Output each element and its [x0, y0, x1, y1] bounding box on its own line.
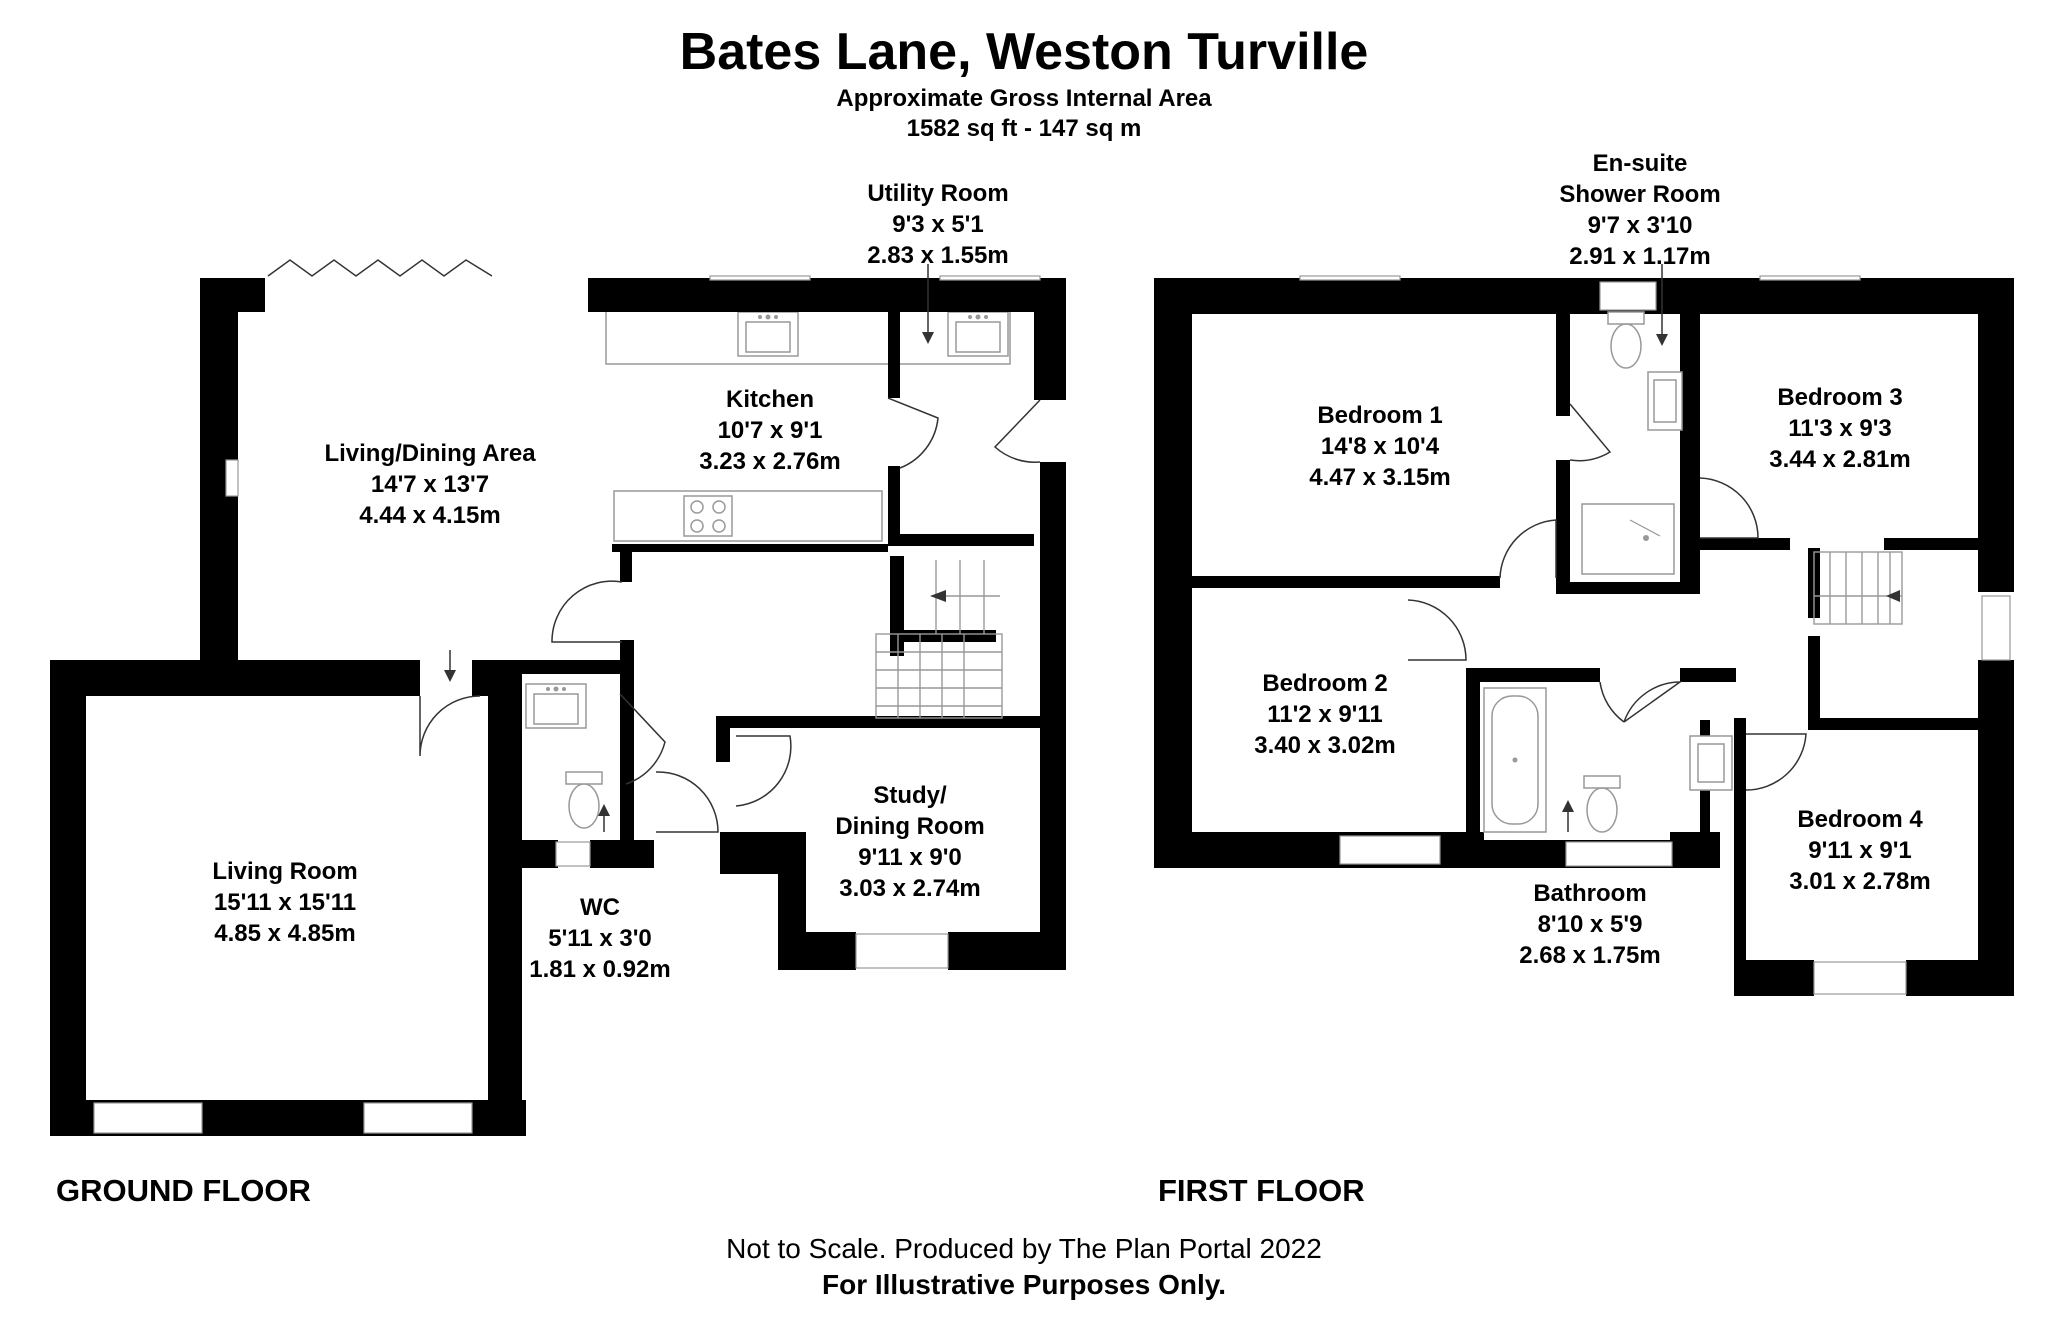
- room-size-imperial: 5'11 x 3'0: [548, 925, 652, 952]
- room-name: Bathroom: [1533, 880, 1647, 907]
- room-label-kitchen: Kitchen 10'7 x 9'1 3.23 x 2.76m: [650, 384, 890, 477]
- room-label-living-dining: Living/Dining Area 14'7 x 13'7 4.44 x 4.…: [290, 438, 570, 531]
- ensuite-toilet-icon: [1607, 311, 1645, 369]
- side-window: [225, 459, 239, 497]
- room-size-imperial: 10'7 x 9'1: [717, 417, 823, 444]
- room-size-imperial: 9'7 x 3'10: [1587, 212, 1693, 239]
- living-window-right: [363, 1102, 473, 1134]
- area-label: Approximate Gross Internal Area: [836, 85, 1212, 112]
- room-size-metric: 2.91 x 1.17m: [1569, 243, 1711, 270]
- ground-floor-plan: [50, 259, 1066, 1136]
- room-size-imperial: 14'7 x 13'7: [370, 471, 490, 498]
- room-label-wc: WC 5'11 x 3'0 1.81 x 0.92m: [500, 892, 700, 985]
- room-size-imperial: 9'11 x 9'0: [858, 844, 962, 871]
- bathroom-window: [1565, 841, 1673, 867]
- landing-window: [1981, 595, 2011, 661]
- room-name: Utility Room: [867, 180, 1009, 207]
- room-name: Living Room: [212, 858, 358, 885]
- footer-disclaimer: Not to Scale. Produced by The Plan Porta…: [726, 1233, 1322, 1264]
- room-size-metric: 2.83 x 1.55m: [867, 242, 1009, 269]
- room-label-bedroom4: Bedroom 4 9'11 x 9'1 3.01 x 2.78m: [1740, 804, 1980, 897]
- room-label-living: Living Room 15'11 x 15'11 4.85 x 4.85m: [150, 856, 420, 949]
- wc-toilet-icon: [565, 771, 603, 829]
- hob-worktop: [613, 490, 883, 542]
- first-arrows: [1562, 264, 1668, 832]
- ground-door-swings: [419, 397, 1041, 833]
- room-size-imperial: 11'2 x 9'11: [1267, 701, 1383, 728]
- ground-stairs: [875, 560, 1003, 719]
- room-name: WC: [580, 894, 620, 921]
- room-name-line2: Dining Room: [835, 813, 985, 840]
- room-size-metric: 3.01 x 2.78m: [1789, 868, 1931, 895]
- first-floor-plan: [1154, 264, 2014, 996]
- kitchen-window: [709, 275, 811, 281]
- bifold-doors: [267, 259, 493, 277]
- room-size-metric: 3.40 x 3.02m: [1254, 732, 1396, 759]
- utility-window: [939, 275, 1041, 281]
- room-name: En-suite: [1592, 150, 1688, 177]
- room-label-bedroom3: Bedroom 3 11'3 x 9'3 3.44 x 2.81m: [1720, 382, 1960, 475]
- room-label-bedroom1: Bedroom 1 14'8 x 10'4 4.47 x 3.15m: [1250, 400, 1510, 493]
- room-size-metric: 2.68 x 1.75m: [1519, 942, 1661, 969]
- ground-floor-caption: GROUND FLOOR: [56, 1173, 311, 1208]
- room-size-metric: 1.81 x 0.92m: [529, 956, 671, 983]
- bathroom-toilet-icon: [1583, 775, 1621, 833]
- bed3-window: [1759, 275, 1861, 281]
- kitchen-worktop: [605, 307, 1011, 365]
- room-size-metric: 4.44 x 4.15m: [359, 502, 501, 529]
- room-size-metric: 3.03 x 2.74m: [839, 875, 981, 902]
- room-name: Bedroom 2: [1262, 670, 1388, 697]
- room-size-imperial: 9'11 x 9'1: [1808, 837, 1912, 864]
- first-stairs: [1813, 551, 1903, 625]
- plan-title: Bates Lane, Weston Turville: [679, 23, 1369, 81]
- room-name: Living/Dining Area: [324, 440, 536, 467]
- room-name: Kitchen: [725, 386, 814, 413]
- room-name: Bedroom 1: [1317, 402, 1443, 429]
- room-label-utility: Utility Room 9'3 x 5'1 2.83 x 1.55m: [818, 178, 1058, 271]
- ensuite-window: [1599, 281, 1657, 311]
- room-size-metric: 3.23 x 2.76m: [699, 448, 841, 475]
- room-size-metric: 4.47 x 3.15m: [1309, 464, 1451, 491]
- room-size-imperial: 15'11 x 15'11: [213, 889, 357, 916]
- bed1-window: [1299, 275, 1401, 281]
- room-size-imperial: 8'10 x 5'9: [1537, 911, 1643, 938]
- room-name-line2: Shower Room: [1559, 181, 1721, 208]
- living-window-left: [93, 1102, 203, 1134]
- ground-arrows: [444, 264, 934, 832]
- room-label-bedroom2: Bedroom 2 11'2 x 9'11 3.40 x 3.02m: [1200, 668, 1450, 761]
- room-name: Bedroom 3: [1777, 384, 1903, 411]
- wc-window: [555, 841, 591, 867]
- room-label-study: Study/ Dining Room 9'11 x 9'0 3.03 x 2.7…: [790, 780, 1030, 904]
- bed4-window: [1813, 961, 1907, 995]
- room-size-imperial: 9'3 x 5'1: [892, 211, 984, 238]
- shower-tray-icon: [1581, 503, 1675, 575]
- room-size-imperial: 11'3 x 9'3: [1788, 415, 1892, 442]
- first-door-swings: [1407, 403, 1807, 791]
- room-size-metric: 3.44 x 2.81m: [1769, 446, 1911, 473]
- utility-sink-icon: [947, 311, 1009, 357]
- ensuite-basin-icon: [1647, 371, 1683, 431]
- hob-icon: [683, 495, 733, 537]
- room-label-ensuite: En-suite Shower Room 9'7 x 3'10 2.91 x 1…: [1520, 148, 1760, 272]
- wc-basin-icon: [525, 683, 587, 729]
- bathroom-basin-icon: [1689, 735, 1733, 791]
- footer-illustrative: For Illustrative Purposes Only.: [821, 1269, 1227, 1300]
- kitchen-sink-icon: [737, 311, 799, 357]
- room-label-bathroom: Bathroom 8'10 x 5'9 2.68 x 1.75m: [1470, 878, 1710, 971]
- area-value: 1582 sq ft - 147 sq m: [906, 115, 1142, 142]
- room-name: Study/: [873, 782, 947, 809]
- bed2-window: [1339, 835, 1441, 865]
- first-floor-caption: FIRST FLOOR: [1158, 1173, 1365, 1208]
- bath-icon: [1483, 687, 1547, 833]
- study-window: [855, 933, 949, 969]
- room-size-metric: 4.85 x 4.85m: [214, 920, 356, 947]
- room-size-imperial: 14'8 x 10'4: [1320, 433, 1440, 460]
- room-name: Bedroom 4: [1797, 806, 1923, 833]
